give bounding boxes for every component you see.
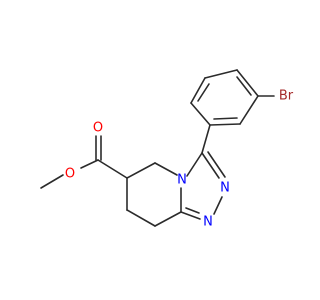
bond-ar-meta-ortho [239, 95, 259, 125]
bond-c8a-c8 [154, 211, 182, 227]
bond-n4-c3 [186, 152, 203, 177]
br-label: Br [279, 89, 294, 104]
bond-c5-n4 [154, 162, 178, 176]
atom-labels: Br O O N N N [65, 89, 294, 230]
bond-c3-ar-ipso [201, 124, 211, 154]
bond-c3-n2-b [207, 151, 226, 178]
n-triazole-1-label: N [220, 181, 230, 196]
bond-ar-inner-1 [197, 83, 210, 102]
bond-c6-c5 [126, 162, 156, 179]
bonds [40, 69, 275, 227]
bond-ar-ipso-ortho2 [190, 102, 211, 126]
bond-c3-n2-a [201, 152, 220, 179]
n-triazole-2-label: N [203, 215, 213, 230]
molecule-structure: Br O O N N N [40, 69, 294, 230]
o-carbonyl-label: O [93, 121, 103, 136]
bond-ar-meta2-para [204, 69, 238, 79]
bond-ar-ortho2-meta2 [190, 77, 206, 104]
bond-methyl-o [40, 174, 64, 189]
bond-n1-c8a-a [180, 211, 201, 220]
bond-n1-c8a-b [185, 207, 200, 214]
n-ring-label: N [177, 173, 187, 188]
bond-ar-ortho-ipso [209, 123, 241, 126]
o-ester-label: O [65, 167, 75, 182]
bond-c8-c7 [126, 209, 156, 227]
bond-ar-inner-3 [213, 117, 238, 120]
bond-n2-n1 [213, 196, 223, 215]
bond-o-carbonyl-c [80, 159, 99, 169]
bond-carbonyl-c-ring [97, 159, 128, 179]
bond-ar-inner-2 [236, 76, 252, 96]
bond-ar-para-meta [236, 69, 259, 97]
